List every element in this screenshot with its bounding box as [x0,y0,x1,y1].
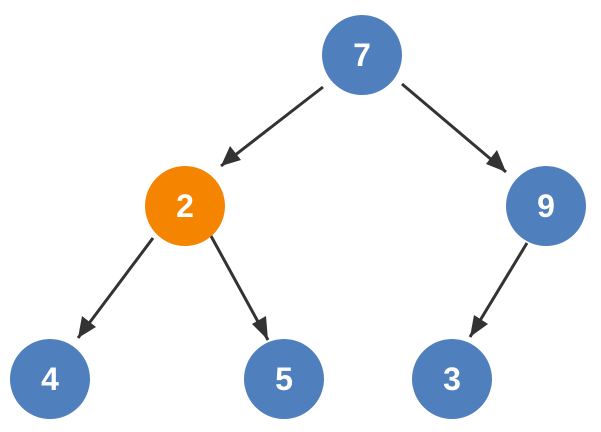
edge-7-to-9 [401,82,507,174]
tree-node-3: 3 [412,339,492,419]
node-label: 7 [353,36,371,73]
node-label: 4 [41,360,59,397]
tree-node-2-highlighted: 2 [145,166,225,246]
arrowhead-9-to-3 [470,315,488,337]
node-label: 3 [443,360,461,397]
edge-2-to-4 [76,237,155,339]
arrowhead-7-to-9 [486,150,506,172]
tree-node-7: 7 [322,15,402,95]
arrowhead-7-to-2 [221,146,241,166]
node-label: 9 [537,187,555,224]
arrowhead-2-to-4 [78,316,96,338]
edge-7-to-2 [220,85,324,168]
tree-node-4: 4 [10,339,90,419]
tree-node-9: 9 [506,166,586,246]
tree-node-5: 5 [244,339,324,419]
node-label: 5 [275,360,293,397]
arrowhead-2-to-5 [252,316,268,340]
node-label: 2 [176,187,194,224]
